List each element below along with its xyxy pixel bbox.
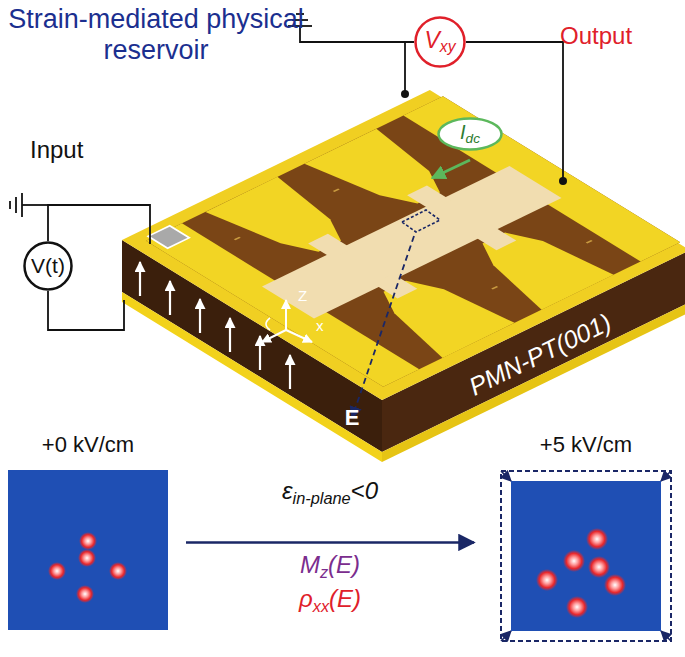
- contact-dot: [559, 177, 567, 185]
- panel-frame: [8, 470, 168, 630]
- skyrmion: [563, 550, 585, 572]
- zoom-box: [402, 210, 440, 232]
- skyrmion: [76, 585, 94, 603]
- node-text: V(t): [31, 254, 65, 277]
- node-text: Vxy: [425, 28, 456, 56]
- zoom-leader: [352, 236, 414, 418]
- skyrmion: [566, 596, 588, 618]
- coordinate-axes: [262, 300, 312, 342]
- axis-label: Z: [298, 287, 307, 304]
- skyrmion: [78, 549, 96, 567]
- voltmeter-circle: Vxy: [414, 16, 466, 68]
- node-text: Idc: [460, 121, 480, 147]
- diagram-title: Strain-mediated physical reservoir: [6, 4, 306, 66]
- magnetic-film: [8, 470, 168, 630]
- field-label: E: [345, 405, 360, 430]
- transition-arrow: [186, 541, 474, 544]
- strained-frame: [500, 470, 672, 642]
- strain-label: εin-plane<0: [282, 477, 378, 507]
- output-wiring: [288, 14, 563, 180]
- skyrmion-image: [8, 470, 168, 630]
- axis-label: x: [316, 317, 324, 334]
- outline: [439, 119, 502, 150]
- skyrmion-panel: +5 kV/cm: [500, 432, 672, 642]
- skyrmion-image: [500, 470, 672, 642]
- magnetic-film: [511, 481, 661, 631]
- source-circle: V(t): [23, 241, 73, 291]
- skyrmion-panel: +0 kV/cm: [8, 432, 168, 630]
- substrate-top-face: [122, 89, 685, 400]
- resistivity-label: ρxx(E): [299, 585, 361, 615]
- compression-arrow: [501, 631, 511, 641]
- compression-arrow: [661, 471, 671, 481]
- output-label: Output: [560, 22, 632, 50]
- polarization-arrows: [140, 262, 290, 389]
- compression-arrow: [501, 471, 511, 481]
- rotation-mark: [266, 318, 270, 330]
- outline: [416, 18, 465, 67]
- current-oval: Idc: [437, 117, 503, 151]
- skyrmion: [588, 556, 610, 578]
- strain-outline: [501, 471, 671, 641]
- skyrmion: [79, 532, 97, 550]
- field-heading: +0 kV/cm: [8, 432, 168, 458]
- contact-dot: [401, 90, 409, 98]
- input-label: Input: [30, 136, 83, 164]
- skyrmion: [586, 528, 608, 550]
- field-heading: +5 kV/cm: [500, 432, 672, 458]
- magnetization-label: Mz(E): [300, 551, 360, 581]
- skyrmion: [536, 569, 558, 591]
- input-wiring: [10, 193, 150, 330]
- current-arrow: [432, 160, 470, 178]
- skyrmion: [109, 562, 127, 580]
- skyrmion: [604, 574, 626, 596]
- outline: [25, 243, 72, 290]
- skyrmion: [48, 562, 66, 580]
- compression-arrow: [661, 631, 671, 641]
